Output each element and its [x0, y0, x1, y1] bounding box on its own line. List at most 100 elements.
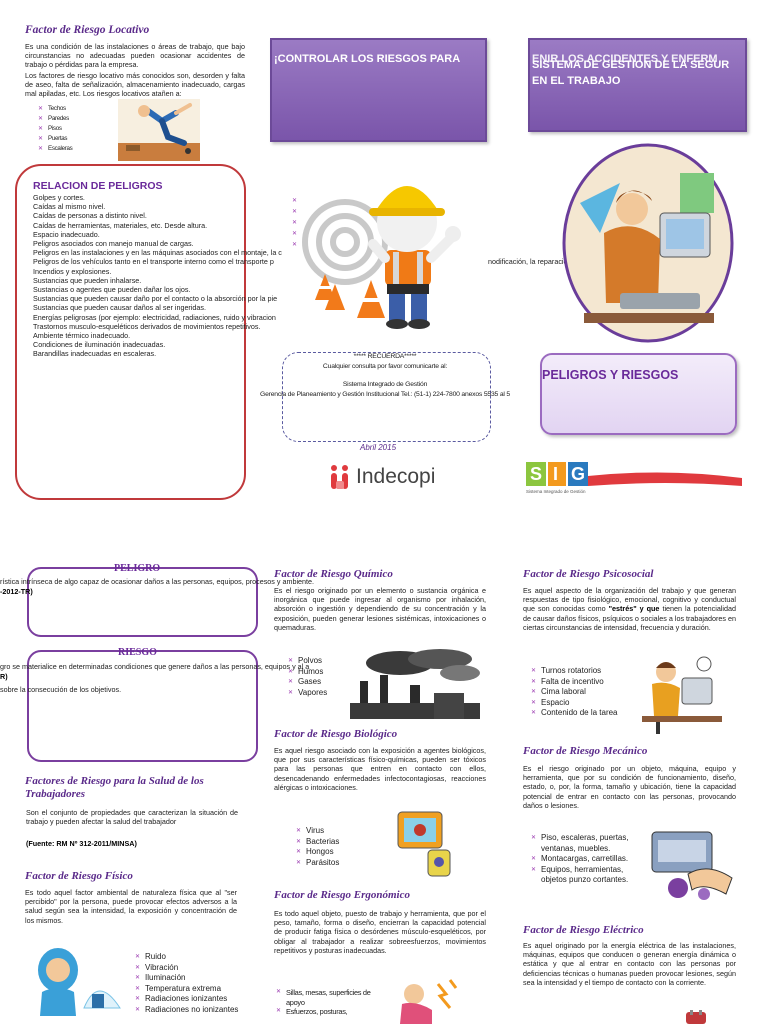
- list-item: Vibración: [135, 963, 260, 974]
- sistema-gestion-banner: ENIR LOS ACCIDENTES Y ENFERM SISTEMA DE …: [528, 38, 747, 132]
- quimico-body: Es el riesgo originado por un elemento o…: [274, 586, 486, 632]
- banner-line-2: EN EL TRABAJO: [532, 75, 621, 87]
- sig-letter-i: I: [553, 464, 559, 484]
- salud-source: (Fuente: RM Nº 312-2011/MINSA): [26, 839, 137, 848]
- list-item: Sustancias que pueden inhalarse.: [33, 275, 142, 285]
- recuerda-content: ***** RECUERDA***** Cualquier consulta p…: [210, 352, 560, 399]
- list-item: Caídas al mismo nivel.: [33, 202, 106, 212]
- relacion-peligros-box: [15, 164, 246, 500]
- list-item: Puertas: [38, 134, 118, 144]
- psicosocial-body-b: "estrés" y que: [608, 604, 660, 614]
- psicosocial-body-c: tienen la potencialidad de causar daños …: [523, 604, 737, 632]
- overflow-text: nodificación, la reparació: [488, 257, 568, 266]
- peligros-riesgos-title: PELIGROS Y RIESGOS: [542, 368, 679, 382]
- locativo-list: Techos Paredes Pisos Puertas Escaleras: [38, 104, 118, 154]
- electrico-title: Factor de Riesgo Eléctrico: [523, 924, 644, 936]
- list-item: Espacio: [531, 698, 641, 709]
- list-item: Sustancias que pueden causar daños al se…: [33, 303, 207, 313]
- list-item: Temperatura extrema: [135, 984, 260, 995]
- quimico-title: Factor de Riesgo Químico: [274, 568, 393, 580]
- peligro-box: [27, 567, 258, 637]
- machine-hand-illustration: [651, 831, 733, 900]
- list-item: Hongos: [296, 847, 376, 858]
- list-item: Barandillas inadecuadas en escaleras.: [33, 349, 157, 359]
- sig-logo: S I G Sistema Integrado de Gestión: [526, 462, 742, 498]
- peligros-riesgos-box: [540, 353, 737, 435]
- banner-line-1: SISTEMA DE GESTION DE LA SEGUR: [532, 59, 730, 71]
- list-item: Iluminación: [135, 973, 260, 984]
- mecanico-title: Factor de Riesgo Mecánico: [523, 745, 648, 757]
- banner-text: ¡CONTROLAR LOS RIESGOS PARA: [274, 53, 461, 65]
- biologico-body: Es aquel riesgo asociado con la exposici…: [274, 746, 486, 792]
- date-label: Abril 2015: [360, 443, 397, 452]
- list-item: Sustancias que pueden causar daño por el…: [33, 294, 278, 304]
- relacion-title: RELACION DE PELIGROS: [33, 180, 163, 192]
- psicosocial-body: Es aquel aspecto de la organización del …: [523, 586, 736, 632]
- locativo-body-2: Los factores de riesgo locativo más cono…: [25, 71, 245, 99]
- stressed-worker-illustration: [642, 656, 722, 734]
- sig-letter-s: S: [530, 464, 543, 484]
- list-item: Peligros asociados con manejo manual de …: [33, 239, 194, 249]
- ergonomico-body: Es todo aquel objeto, puesto de trabajo …: [274, 909, 486, 955]
- fisico-body: Es todo aquel factor ambiental de natura…: [25, 888, 237, 925]
- list-item: Turnos rotatorios: [531, 666, 641, 677]
- list-item: Paredes: [38, 114, 118, 124]
- list-item: Radiaciones no ionizantes: [135, 1005, 260, 1016]
- list-item: [292, 196, 302, 207]
- list-item: Radiaciones ionizantes: [135, 994, 260, 1005]
- list-item: Espacio inadecuado.: [33, 229, 100, 239]
- sig-letter-g: G: [571, 464, 586, 484]
- center-bullets: [292, 196, 302, 251]
- list-item: Energías peligrosas (por ejemplo: electr…: [33, 312, 276, 322]
- list-item: Peligros de los vehículos tanto en el tr…: [33, 257, 274, 267]
- riesgo-title: RIESGO: [118, 647, 157, 658]
- list-item: Caídas de herramientas, materiales, etc.…: [33, 220, 208, 230]
- recuerda-line-1: Cualquier consulta por favor comunicarte…: [322, 362, 448, 370]
- mecanico-list: Piso, escaleras, puertas, ventanas, mueb…: [531, 833, 651, 886]
- recuerda-title: ***** RECUERDA*****: [353, 353, 417, 360]
- psicosocial-list: Turnos rotatorios Falta de incentivo Cim…: [531, 666, 641, 719]
- locativo-body: Es una condición de las instalaciones o …: [25, 42, 245, 70]
- safety-worker-illustration: [302, 186, 461, 329]
- list-item: Vapores: [288, 688, 368, 699]
- riesgo-line-1: gro se materialice en determinadas condi…: [0, 662, 310, 671]
- biologico-list: Virus Bacterias Hongos Parásitos: [296, 826, 376, 868]
- list-item: Humos: [288, 667, 368, 678]
- salud-title: Factores de Riesgo para la Salud de los …: [25, 775, 204, 800]
- list-item: Falta de incentivo: [531, 677, 641, 688]
- list-item: Cima laboral: [531, 687, 641, 698]
- electrico-body: Es aquel originado por la energía eléctr…: [523, 941, 736, 987]
- list-item: Ambiente térmico inadecuado.: [33, 331, 131, 341]
- list-item: [292, 229, 302, 240]
- sig-symbol-icon: [526, 462, 742, 486]
- list-item: Pisos: [38, 124, 118, 134]
- ergonomico-title: Factor de Riesgo Ergonómico: [274, 889, 410, 901]
- psicosocial-title: Factor de Riesgo Psicosocial: [523, 568, 654, 580]
- list-item: Trastornos musculo-esqueléticos derivado…: [33, 321, 261, 331]
- list-item: Peligros en las instalaciones y en las m…: [33, 248, 282, 258]
- riesgo-line-3: sobre la consecución de los objetivos.: [0, 685, 122, 694]
- recuerda-box: [282, 352, 491, 442]
- list-item: Piso, escaleras, puertas, ventanas, mueb…: [531, 833, 641, 854]
- peligro-line-2: -2012-TR): [0, 587, 33, 596]
- sig-caption: Sistema Integrado de Gestión: [526, 489, 586, 494]
- bug-computer-illustration: [397, 811, 451, 877]
- riesgo-line-2: R): [0, 672, 8, 681]
- riesgo-box: [27, 650, 258, 762]
- list-item: Parásitos: [296, 858, 376, 869]
- list-item: Sustancias o agentes que pueden dañar lo…: [33, 285, 191, 295]
- banner-hidden-text: ENIR LOS ACCIDENTES Y ENFERM: [532, 53, 718, 65]
- list-item: [292, 207, 302, 218]
- locativo-title: Factor de Riesgo Locativo: [25, 24, 150, 36]
- indecopi-logo: Indecopi: [328, 462, 435, 492]
- peligro-title: PELIGRO: [114, 563, 161, 574]
- fisico-title: Factor de Riesgo Físico: [25, 870, 133, 882]
- list-item: Equipos, herramientas, objetos punzo cor…: [531, 865, 651, 886]
- salud-body: Son el conjunto de propiedades que carac…: [26, 808, 238, 827]
- list-item: Escaleras: [38, 144, 118, 154]
- list-item: Virus: [296, 826, 376, 837]
- psicosocial-body-a: Es aquel aspecto de la organización del …: [523, 586, 736, 614]
- list-item: Golpes y cortes.: [33, 193, 85, 202]
- electric-plug-icon: [686, 1010, 706, 1024]
- cold-worker-illustration: [38, 948, 121, 1016]
